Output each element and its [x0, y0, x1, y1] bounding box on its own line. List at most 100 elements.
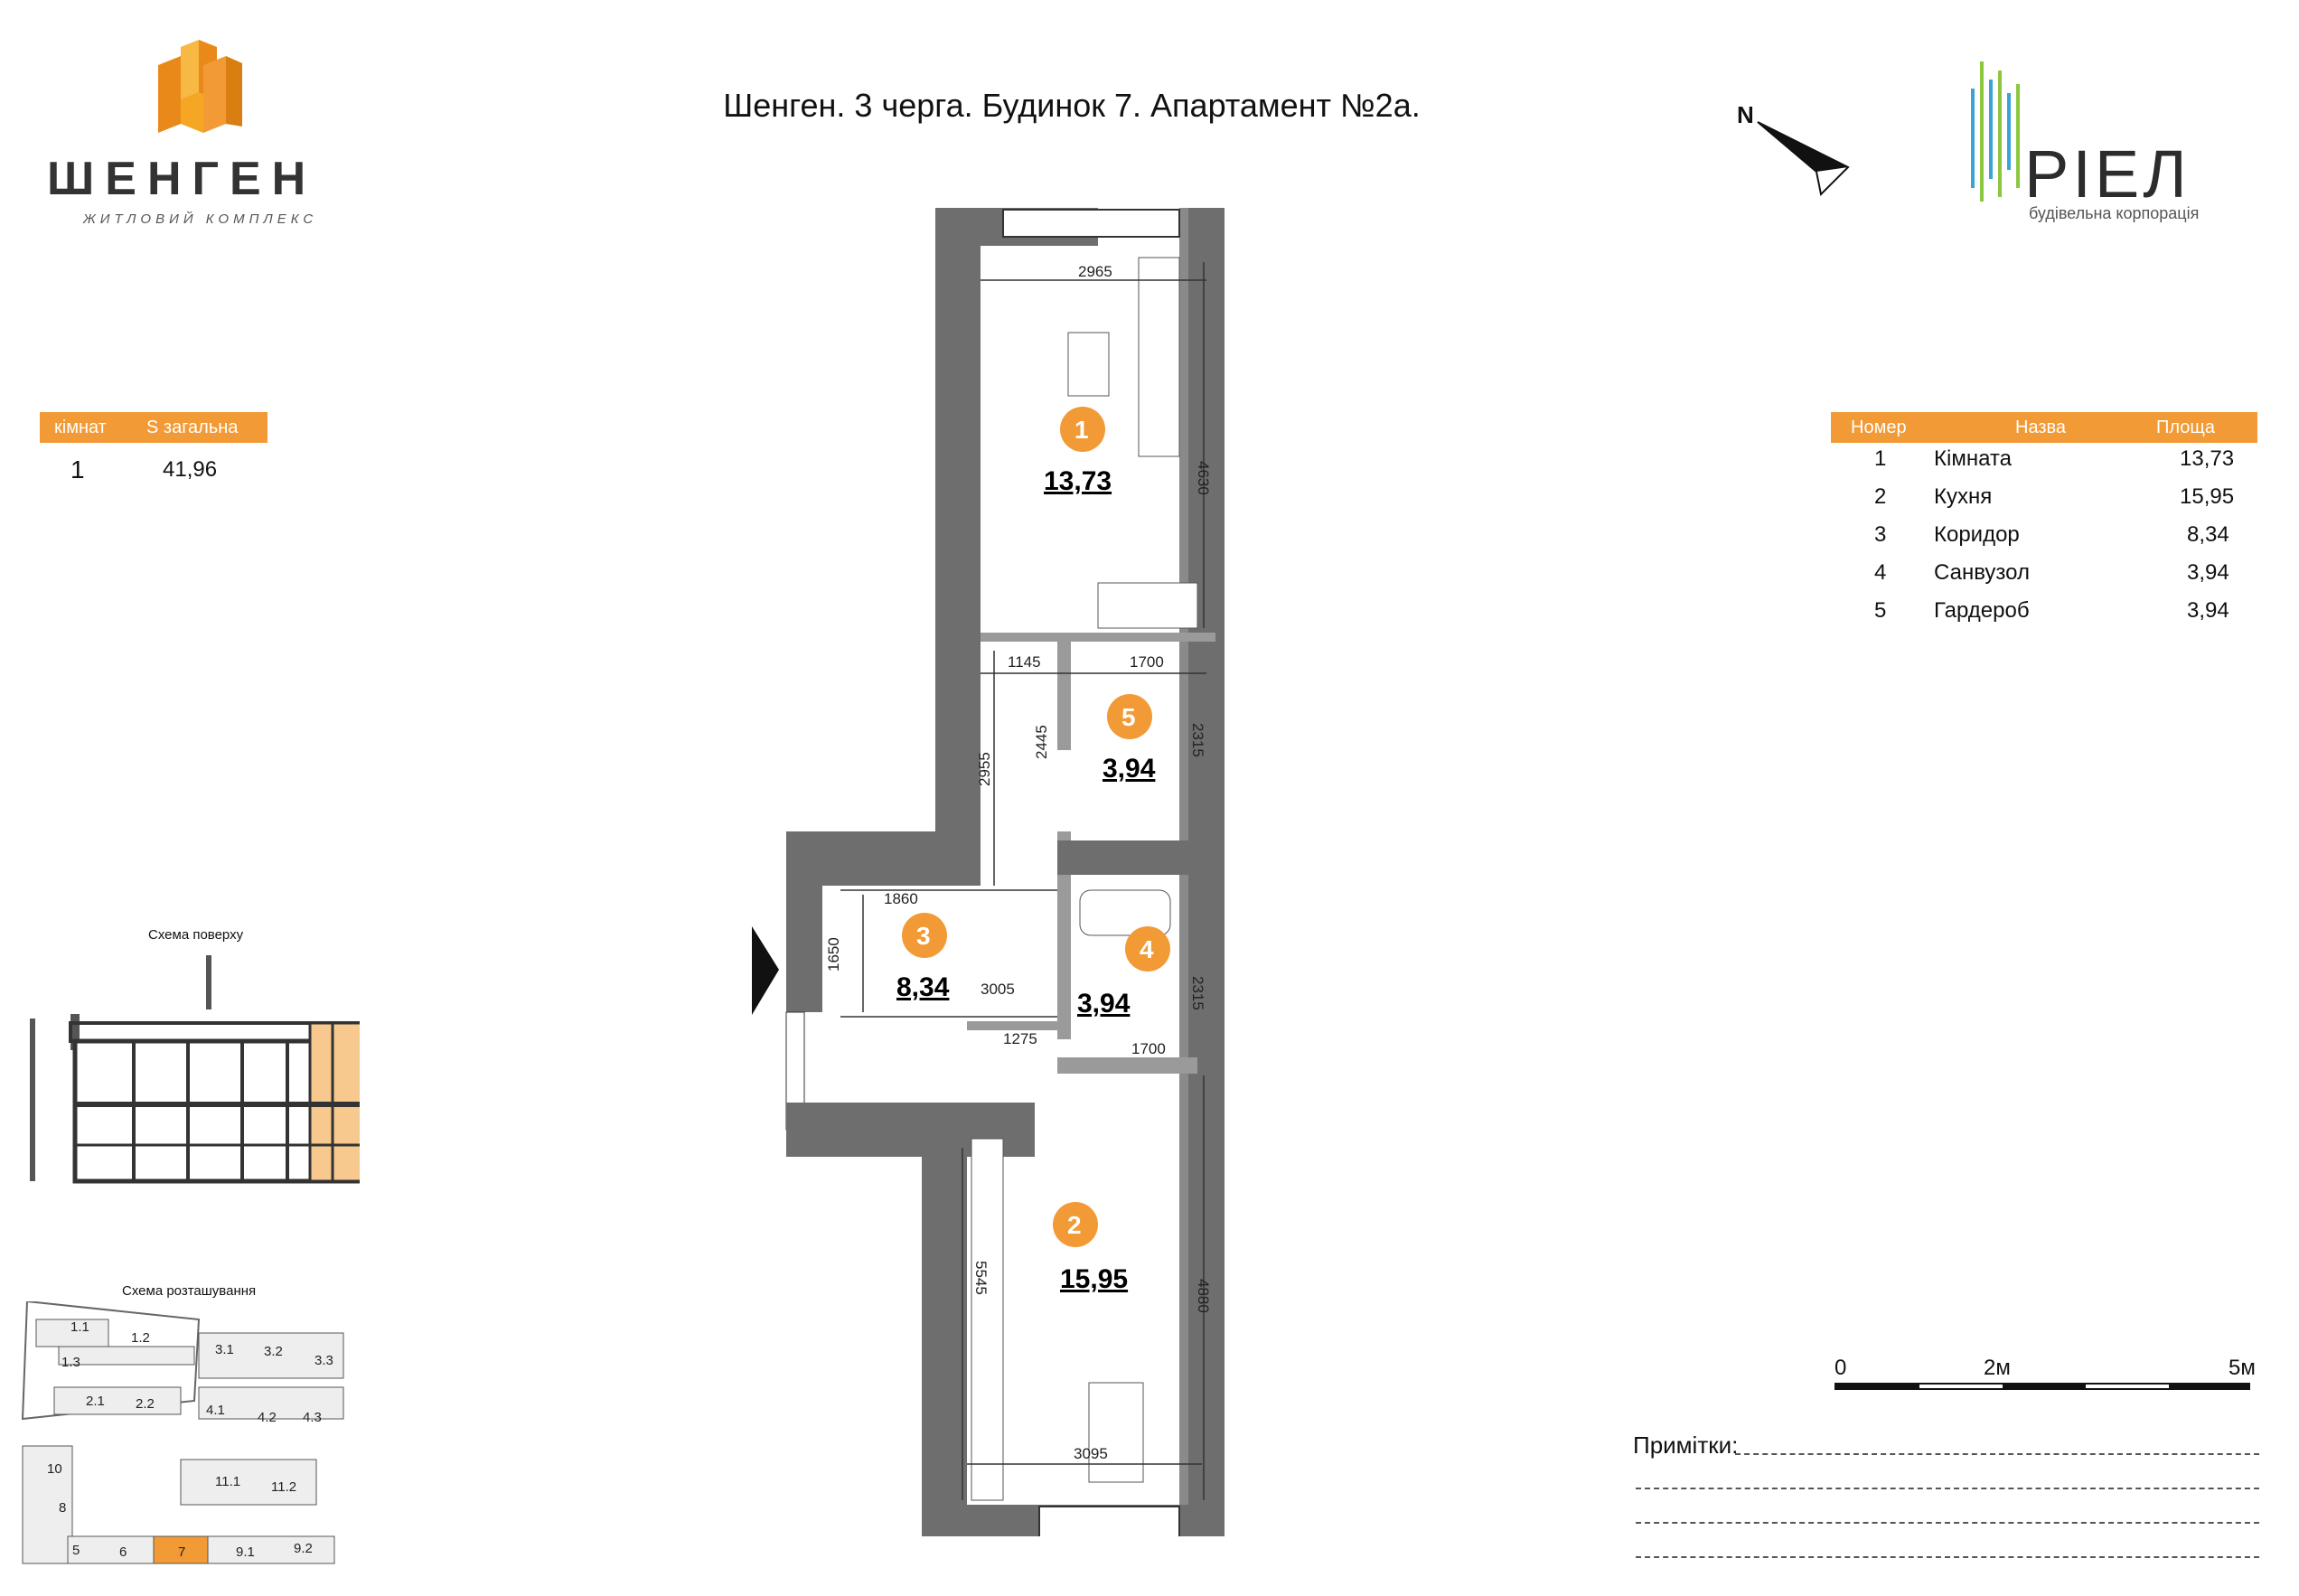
note-line	[1636, 1522, 2259, 1524]
entrance-arrow-icon	[752, 926, 779, 1015]
building-label: 9.2	[294, 1541, 313, 1556]
building-label: 3.2	[264, 1344, 283, 1359]
compass-arrow-icon	[1757, 121, 1850, 197]
room-name: Санвузол	[1934, 560, 2030, 585]
summary-table: кімнат S загальна 1 41,96	[40, 412, 267, 483]
dimension-label: 2315	[1189, 976, 1206, 1010]
dimension-label: 1700	[1131, 1040, 1166, 1057]
summary-rooms-value: 1	[70, 455, 85, 483]
wall	[967, 1021, 1066, 1030]
riel-logo-icon	[1971, 61, 2020, 202]
building-label: 11.2	[271, 1479, 296, 1495]
window	[1002, 209, 1180, 238]
summary-table-header: кімнат S загальна	[40, 412, 267, 443]
summary-area-value: 41,96	[163, 457, 218, 482]
table-row: 1 41,96	[40, 443, 267, 483]
building-label: 6	[119, 1544, 127, 1560]
scale-bar-graphic	[1835, 1383, 2250, 1390]
building-label: 4.2	[258, 1410, 277, 1425]
room-badge	[902, 913, 947, 958]
dining-table	[1088, 1382, 1144, 1483]
rooms-table-header: Номер Назва Площа	[1831, 412, 2257, 443]
highlighted-building	[153, 1535, 209, 1564]
room-name: Кухня	[1934, 484, 1993, 509]
room-area: 3,94	[1103, 754, 1156, 784]
room-area: 8,34	[896, 972, 950, 1002]
room-area: 13,73	[2180, 446, 2235, 471]
left-logo-brand: ШЕНГЕН	[47, 153, 317, 205]
dimension-label: 4880	[1195, 1279, 1212, 1313]
room-area: 3,94	[1077, 989, 1131, 1019]
note-line	[1636, 1488, 2259, 1489]
room-number: 2	[1874, 484, 1887, 509]
site-scheme-title: Схема розташування	[122, 1283, 257, 1299]
floor-scheme-title: Схема поверху	[148, 927, 244, 943]
rooms-header-area: Площа	[2156, 418, 2215, 437]
dimension-label: 4630	[1195, 461, 1212, 495]
shengen-logo-icon	[158, 40, 242, 133]
scale-label-2m: 2м	[1984, 1356, 2011, 1380]
room-badge	[1125, 926, 1170, 972]
wall	[1057, 831, 1071, 1039]
dimension-label: 1650	[825, 937, 842, 972]
rooms-header-number: Номер	[1851, 418, 1907, 437]
building-label: 1.1	[70, 1319, 89, 1335]
table-row: 2 Кухня 15,95	[1831, 484, 2257, 521]
compass-north-label: N	[1737, 101, 1754, 128]
bathtub	[1079, 889, 1171, 936]
dimension-label: 2965	[1078, 263, 1112, 280]
scale-label-0: 0	[1835, 1356, 1847, 1380]
rooms-header-name: Назва	[2015, 418, 2067, 437]
floor-scheme	[30, 955, 360, 1184]
table	[1067, 332, 1110, 397]
room-number: 1	[1074, 416, 1089, 444]
dimension-label: 1145	[1008, 653, 1041, 671]
dimension-label: 1275	[1003, 1030, 1037, 1047]
window	[1038, 1506, 1180, 1536]
site-scheme: 1.1 1.2 1.3 2.1 2.2 3.1 3.2 3.3 4.1 4.2 …	[21, 1301, 344, 1564]
building-label: 10	[47, 1461, 62, 1477]
room-name: Гардероб	[1934, 598, 2030, 623]
building-label: 4.1	[206, 1403, 225, 1418]
table-row: 3 Коридор 8,34	[1831, 522, 2257, 559]
room-number: 5	[1874, 598, 1887, 623]
scale-bar: 0 2м 5м	[1835, 1356, 2256, 1401]
room-area: 3,94	[2187, 560, 2229, 585]
building-label: 3.3	[314, 1353, 333, 1368]
table-row: 1 Кімната 13,73	[1831, 446, 2257, 483]
wall	[981, 633, 1215, 642]
room-number: 2	[1067, 1211, 1082, 1239]
dimension-label: 1860	[884, 890, 918, 907]
dimension-label: 3005	[981, 981, 1015, 998]
building-label: 2.1	[86, 1394, 105, 1409]
room-name: Кімната	[1934, 446, 2012, 471]
room-badge	[1053, 1202, 1098, 1247]
wall	[935, 208, 981, 840]
building-label: 4.3	[303, 1410, 322, 1425]
room-badge	[1060, 407, 1105, 452]
building-label: 5	[72, 1543, 80, 1558]
wardrobe	[1097, 582, 1198, 629]
room-number: 4	[1140, 935, 1154, 963]
wall	[1057, 840, 1197, 875]
sofa	[1138, 257, 1180, 457]
dimension-label: 5545	[972, 1261, 990, 1295]
summary-header-area: S загальна	[146, 418, 239, 437]
dimension-label: 2445	[1033, 725, 1050, 759]
dimension-label: 2955	[976, 752, 993, 786]
building-label: 3.1	[215, 1342, 234, 1357]
room-badge	[1107, 694, 1152, 739]
room-number: 3	[1874, 522, 1887, 547]
dimension-label: 1700	[1130, 653, 1164, 671]
room-number: 5	[1121, 703, 1136, 731]
note-line	[1636, 1556, 2259, 1558]
building-label: 7	[178, 1544, 185, 1560]
page-title: Шенген. 3 черга. Будинок 7. Апартамент №…	[723, 87, 1421, 124]
right-logo-subtitle: будівельна корпорація	[2029, 204, 2200, 222]
summary-header-rooms: кімнат	[54, 418, 107, 437]
floor-plan: 2965 4630 1145 1700 2445 2315 2955 1860 …	[785, 208, 1225, 1536]
scale-label-5m: 5м	[2229, 1356, 2256, 1380]
room-number: 3	[916, 922, 931, 950]
building-label: 1.3	[61, 1355, 80, 1370]
room-area: 13,73	[1044, 466, 1112, 496]
